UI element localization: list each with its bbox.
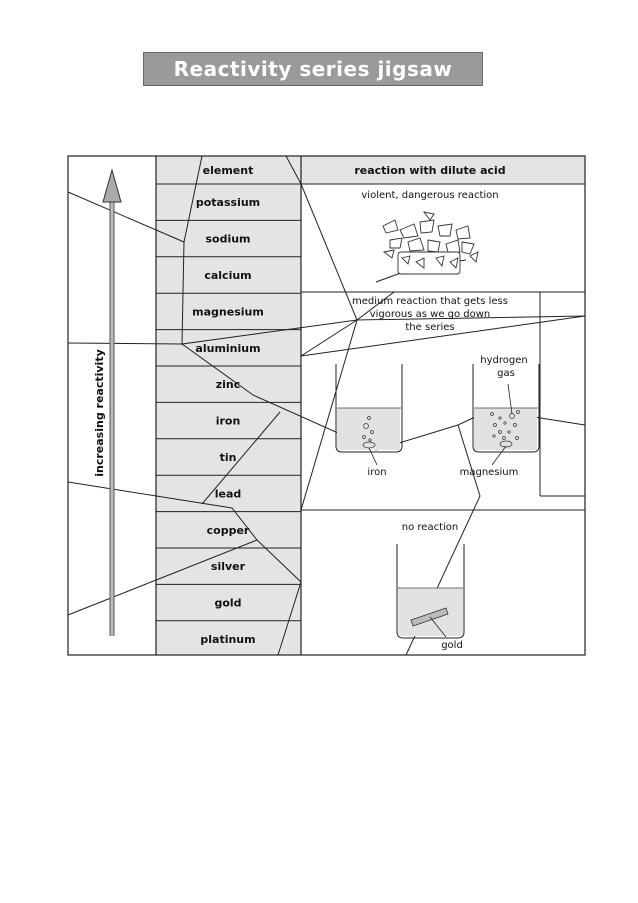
reactivity-arrow-head <box>102 168 122 203</box>
axis-label: increasing reactivity <box>93 349 106 477</box>
explosion-fragments-icon <box>382 211 479 275</box>
element-label-copper: copper <box>207 524 250 537</box>
medium-reaction-line-1: medium reaction that gets less <box>352 296 508 307</box>
hydrogen-label-line-2: gas <box>497 368 515 379</box>
element-row-lines <box>156 183 301 622</box>
element-label-zinc: zinc <box>216 378 241 391</box>
element-label-platinum: platinum <box>200 633 255 646</box>
hydrogen-label-line-1: hydrogen <box>480 355 527 366</box>
iron-beaker-icon <box>335 364 403 466</box>
reaction-header-background <box>301 156 585 184</box>
reaction-header: reaction with dilute acid <box>354 164 505 177</box>
jigsaw-cuts <box>67 155 586 656</box>
element-label-aluminium: aluminium <box>195 342 260 355</box>
element-header: element <box>203 164 254 177</box>
element-label-magnesium: magnesium <box>192 305 264 318</box>
element-label-silver: silver <box>211 560 246 573</box>
medium-reaction-line-3: the series <box>405 322 454 333</box>
element-labels: potassium sodium calcium magnesium aluminium… <box>192 196 264 646</box>
element-label-gold: gold <box>214 597 241 610</box>
no-reaction-text: no reaction <box>402 522 458 533</box>
medium-reaction-line-2: vigorous as we go down <box>370 309 491 320</box>
violent-reaction-text: violent, dangerous reaction <box>361 190 498 201</box>
gold-beaker-label: gold <box>441 640 463 651</box>
iron-beaker-label: iron <box>367 467 386 478</box>
element-label-calcium: calcium <box>204 269 251 282</box>
title-banner: Reactivity series jigsaw <box>143 52 483 86</box>
element-label-tin: tin <box>220 451 237 464</box>
element-label-potassium: potassium <box>196 196 260 209</box>
magnesium-beaker-icon <box>472 364 540 466</box>
element-column-background <box>156 156 301 655</box>
element-label-sodium: sodium <box>205 233 250 246</box>
gold-beaker-icon <box>396 544 465 639</box>
sheet-border <box>67 155 586 656</box>
page-title: Reactivity series jigsaw <box>173 57 453 81</box>
magnesium-beaker-label: magnesium <box>460 467 519 478</box>
element-label-iron: iron <box>216 415 241 428</box>
element-label-lead: lead <box>215 487 242 500</box>
